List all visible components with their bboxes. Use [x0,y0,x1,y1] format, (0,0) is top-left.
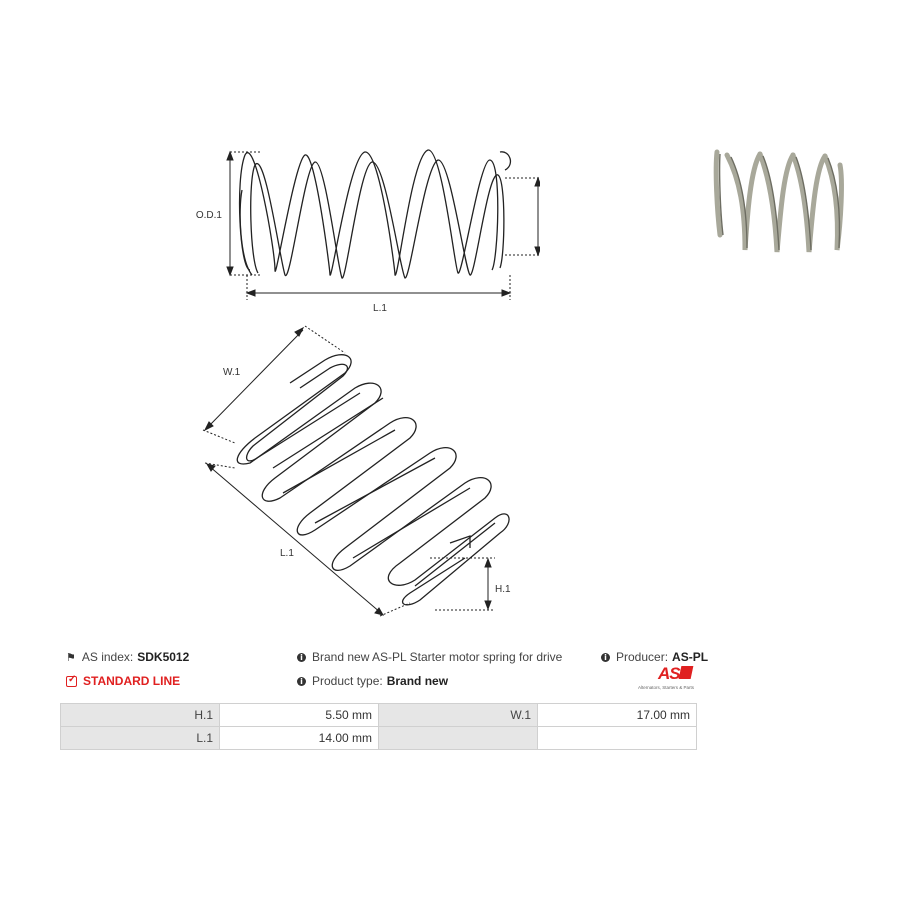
h-label: H.1 [495,584,511,595]
as-index: ⚑ AS index: SDK5012 [66,650,189,664]
logo-block [678,666,694,679]
table-row: L.1 14.00 mm [60,726,697,750]
w-label: W.1 [223,367,241,378]
info-icon: i [297,652,306,662]
as-pl-logo: AS Alternators, Starters & Parts [638,664,702,696]
description: i Brand new AS-PL Starter motor spring f… [297,650,562,664]
l-top-label: L.1 [373,303,387,314]
spec-key: W.1 [378,703,538,727]
spec-value [537,726,697,750]
as-index-value: SDK5012 [137,650,190,664]
spec-key [378,726,538,750]
info-icon: i [601,652,610,662]
producer: i Producer: AS-PL [601,650,708,664]
spec-value: 5.50 mm [219,703,379,727]
table-row: H.1 5.50 mm W.1 17.00 mm [60,703,697,727]
checkbox-icon: ✓ [66,673,77,687]
spec-key: H.1 [60,703,220,727]
side-view-diagram: O.D.1 I.D.1 L.1 [196,149,540,314]
logo-tagline: Alternators, Starters & Parts [638,685,695,690]
perspective-diagram: W.1 L.1 H.1 [202,325,511,617]
standard-line-badge: ✓ STANDARD LINE [66,674,180,688]
spec-table: H.1 5.50 mm W.1 17.00 mm L.1 14.00 mm [60,703,697,750]
info-icon: i [297,676,306,686]
producer-label: Producer: [616,650,669,664]
tags-icon: ⚑ [66,651,76,664]
standard-line-text: STANDARD LINE [83,674,181,688]
l-bottom-label: L.1 [280,548,294,559]
od-label: O.D.1 [196,210,223,221]
product-photo [713,149,844,253]
product-type-label: Product type: [312,674,383,688]
as-index-label: AS index: [81,650,134,664]
logo-text: AS [658,664,681,683]
description-text: Brand new AS-PL Starter motor spring for… [312,650,563,664]
producer-value: AS-PL [672,650,709,664]
product-type-value: Brand new [386,674,449,688]
spec-key: L.1 [60,726,220,750]
spec-value: 14.00 mm [219,726,379,750]
spec-value: 17.00 mm [537,703,697,727]
product-type: i Product type: Brand new [297,674,448,688]
